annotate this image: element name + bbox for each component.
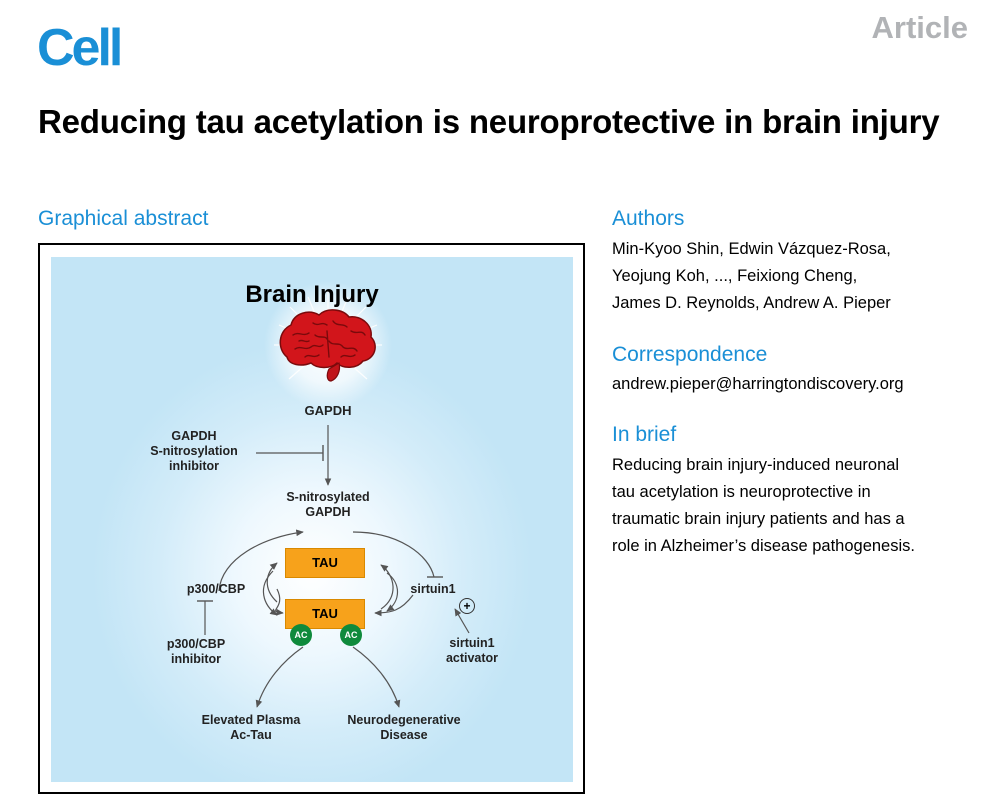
- gapdh-inhibitor-line2: S-nitrosylation: [150, 444, 238, 458]
- tau-box-top: TAU: [285, 548, 365, 578]
- graphical-abstract-heading: Graphical abstract: [38, 207, 209, 230]
- graphical-abstract-frame: [38, 243, 585, 794]
- article-title: Reducing tau acetylation is neuroprotect…: [38, 103, 940, 140]
- sirtuin-arrow: [374, 594, 414, 617]
- acetyl-badge-right: AC: [340, 624, 362, 646]
- author-line: Min-Kyoo Shin, Edwin Vázquez-Rosa,: [612, 240, 891, 258]
- tau-left-up-arrow: [266, 562, 278, 603]
- authors-list: Min-Kyoo Shin, Edwin Vázquez-Rosa, Yeoju…: [612, 236, 891, 317]
- tau-left-down-arrow: [262, 570, 278, 616]
- p300-inh-line1: p300/CBP: [166, 637, 226, 651]
- elevated-line1: Elevated Plasma: [201, 713, 301, 727]
- loop-right-arrow: [352, 531, 435, 578]
- p300-arrow: [275, 588, 284, 616]
- gapdh-label: GAPDH: [304, 403, 352, 418]
- article-type-label: Article: [871, 10, 968, 45]
- sirt-act-line1: sirtuin1: [449, 636, 495, 650]
- loop-left-arrow: [218, 529, 304, 592]
- graphical-abstract-panel: Brain Injury GAPDH GAPDH S-nitrosylation…: [51, 257, 573, 782]
- p300-cbp-label: p300/CBP: [186, 582, 246, 596]
- sno-line2: GAPDH: [305, 505, 351, 519]
- gapdh-inhibitor-line3: inhibitor: [168, 459, 219, 473]
- s-nitrosylated-gapdh-label: S-nitrosylated GAPDH: [286, 490, 369, 520]
- in-brief-line: tau acetylation is neuroprotective in: [612, 483, 871, 501]
- neurodegenerative-label: Neurodegenerative Disease: [347, 713, 460, 743]
- brain-icon: [279, 309, 376, 382]
- acetyl-badge-left: AC: [290, 624, 312, 646]
- author-line: James D. Reynolds, Andrew A. Pieper: [612, 294, 891, 312]
- gapdh-inhibitor-label: GAPDH S-nitrosylation inhibitor: [150, 429, 238, 474]
- plus-badge: +: [459, 598, 475, 614]
- in-brief-line: Reducing brain injury-induced neuronal: [612, 456, 900, 474]
- author-line: Yeojung Koh, ..., Feixiong Cheng,: [612, 267, 858, 285]
- gapdh-inhibitor-line1: GAPDH: [171, 429, 217, 443]
- tau-right-up-arrow: [380, 564, 394, 610]
- in-brief-text: Reducing brain injury-induced neuronal t…: [612, 452, 915, 560]
- elevated-plasma-label: Elevated Plasma Ac-Tau: [202, 713, 301, 743]
- sirt-act-line2: activator: [445, 651, 499, 665]
- pathway-diagram: [197, 281, 470, 708]
- journal-logo: Cell: [37, 19, 123, 77]
- sirtuin-activator-arrow: [454, 608, 470, 634]
- outcome-right-arrow: [352, 646, 401, 708]
- ga-title: Brain Injury: [245, 281, 379, 308]
- p300-inhibitor-label: p300/CBP inhibitor: [167, 637, 225, 667]
- neuro-line2: Disease: [380, 728, 428, 742]
- in-brief-line: traumatic brain injury patients and has …: [612, 510, 905, 528]
- outcome-left-arrow: [255, 646, 304, 708]
- tau-right-down-arrow: [386, 572, 399, 612]
- correspondence-heading: Correspondence: [612, 343, 768, 366]
- neuro-line1: Neurodegenerative: [347, 713, 461, 727]
- in-brief-heading: In brief: [612, 423, 677, 446]
- sirtuin1-label: sirtuin1: [410, 582, 456, 596]
- p300-inh-line2: inhibitor: [170, 652, 221, 666]
- elevated-line2: Ac-Tau: [230, 728, 272, 742]
- authors-heading: Authors: [612, 207, 685, 230]
- sno-line1: S-nitrosylated: [286, 490, 370, 504]
- in-brief-line: role in Alzheimer’s disease pathogenesis…: [612, 537, 915, 555]
- correspondence-email[interactable]: andrew.pieper@harringtondiscovery.org: [612, 375, 904, 393]
- sirtuin1-activator-label: sirtuin1 activator: [446, 636, 498, 666]
